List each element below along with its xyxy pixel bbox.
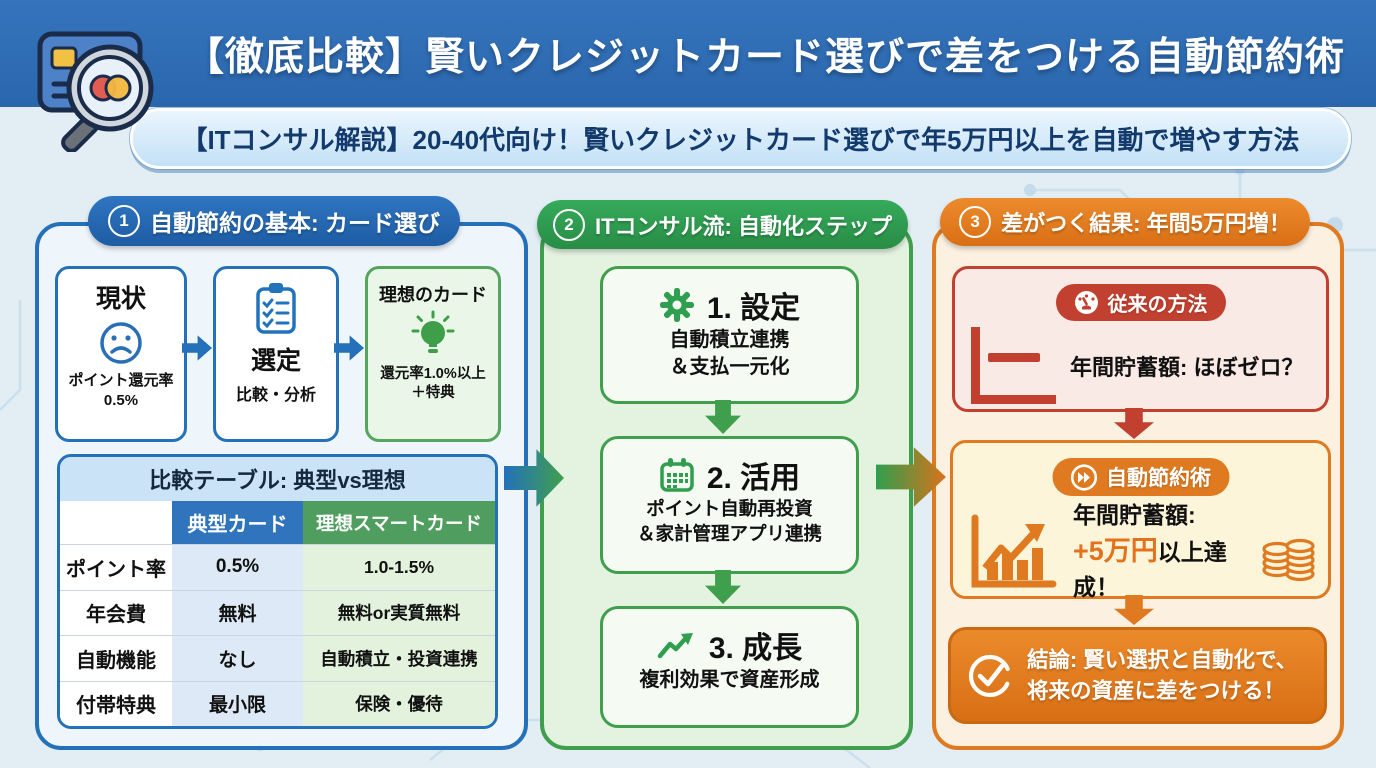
ideal-card-text: 還元率1.0%以上 ＋特典 [380,366,486,401]
step1-title: 1. 設定 [706,292,801,325]
auto-saving-line1: 年間貯蓄額: [1073,502,1196,528]
row-ideal-value: 自動積立・投資連携 [303,636,495,681]
step3-line1: 複利効果で資産形成 [639,669,820,691]
comparison-table: 比較テーブル: 典型vs理想 典型カード 理想スマートカード ポイント率 0.5… [57,454,498,729]
row-label: ポイント率 [60,545,172,590]
ideal-card-title: 理想のカード [379,285,487,305]
section3-title: 差がつく結果: 年間5万円増！ [1001,211,1291,236]
traditional-method-badge: 従来の方法 [1055,284,1226,321]
table-row: 年会費 無料 無料or実質無料 [60,589,495,635]
row-label: 年会費 [60,590,172,635]
sad-face-icon [100,322,142,364]
section3-number: 3 [959,206,992,238]
auto-saving-highlight: +5万円 [1073,536,1158,567]
auto-saving-line2: 以上達成！ [1073,539,1227,601]
step-utilize-box: 2. 活用 ポイント自動再投資 ＆家計管理アプリ連携 [600,436,859,574]
table-header-empty [60,501,172,544]
step-setup-box: 1. 設定 自動積立連携 ＆支払一元化 [600,266,859,404]
step2-title: 2. 活用 [706,462,801,495]
row-ideal-value: 無料or実質無料 [303,590,495,635]
gear-icon [659,288,694,322]
conclusion-text: 結論: 賢い選択と自動化で、 将来の資産に差をつける！ [1027,648,1298,703]
growth-bar-chart-icon [971,514,1057,588]
trend-up-icon [657,633,693,659]
step-growth-box: 3. 成長 複利効果で資産形成 [600,606,859,728]
row-label: 付帯特典 [60,681,172,726]
table-header-row: 典型カード 理想スマートカード [60,501,495,544]
table-header-typical: 典型カード [172,501,303,544]
step2-line1: ポイント自動再投資 [646,498,813,519]
row-typical-value: なし [172,636,303,681]
row-label: 自動機能 [60,636,172,681]
current-state-title: 現状 [95,285,146,313]
step2-line2: ＆家計管理アプリ連携 [636,522,822,544]
section1-header: 1 自動節約の基本: カード選び [88,196,460,246]
check-circle-icon [968,654,1012,697]
row-typical-value: 無料 [172,590,303,635]
auto-saving-badge: 自動節約術 [1052,458,1229,496]
ideal-card-box: 理想のカード 還元率1.0%以上 ＋特典 [365,266,501,442]
auto-saving-box: 自動節約術 年間貯蓄額: +5万円以上達成！ [950,440,1331,600]
row-typical-value: 最小限 [172,681,303,726]
section1-title: 自動節約の基本: カード選び [149,210,441,236]
selection-title: 選定 [250,347,301,375]
row-ideal-value: 保険・優待 [303,681,495,726]
auto-saving-result-text: 年間貯蓄額: +5万円以上達成！ [1073,499,1260,605]
credit-card-magnifier-icon [26,22,158,152]
traditional-result-text: 年間貯蓄額: ほぼゼロ？ [1070,354,1304,380]
page-title: 【徹底比較】賢いクレジットカード選びで差をつける自動節約術 [184,35,1345,79]
page-subtitle: 【ITコンサル解説】20-40代向け！賢いクレジットカード選びで年5万円以上を自… [130,108,1351,169]
section1-number: 1 [107,205,140,237]
section2-title: ITコンサル流: 自動化ステップ [595,213,892,239]
header-banner [0,0,1376,107]
lightbulb-icon [411,310,455,353]
selection-subtitle: 比較・分析 [235,387,316,404]
gauge-icon [1074,291,1098,314]
row-ideal-value: 1.0-1.5% [303,545,495,590]
fast-forward-icon [1070,463,1097,491]
row-typical-value: 0.5% [172,545,303,590]
step1-line2: ＆支払一元化 [669,356,790,378]
table-title: 比較テーブル: 典型vs理想 [60,457,495,501]
section3-header: 3 差がつく結果: 年間5万円増！ [940,198,1310,246]
selection-box: 選定 比較・分析 [213,266,339,442]
clipboard-checklist-icon [256,283,296,334]
table-row: 付帯特典 最小限 保険・優待 [60,680,495,726]
step3-title: 3. 成長 [708,632,803,665]
coins-icon [1262,538,1315,582]
table-row: ポイント率 0.5% 1.0-1.5% [60,544,495,590]
table-header-ideal: 理想スマートカード [303,501,495,544]
current-state-text: ポイント還元率 0.5% [68,372,174,409]
step1-line1: 自動積立連携 [669,329,790,351]
table-row: 自動機能 なし 自動積立・投資連携 [60,635,495,681]
flat-line-chart-icon [971,327,1056,404]
conclusion-box: 結論: 賢い選択と自動化で、 将来の資産に差をつける！ [948,627,1327,724]
section2-header: 2 ITコンサル流: 自動化ステップ [537,200,908,249]
current-state-box: 現状 ポイント還元率 0.5% [55,266,187,442]
traditional-method-box: 従来の方法 年間貯蓄額: ほぼゼロ？ [952,266,1329,412]
calendar-icon [660,458,694,492]
section2-number: 2 [553,208,585,241]
traditional-method-label: 従来の方法 [1107,294,1208,316]
auto-saving-label: 自動節約術 [1106,467,1211,490]
